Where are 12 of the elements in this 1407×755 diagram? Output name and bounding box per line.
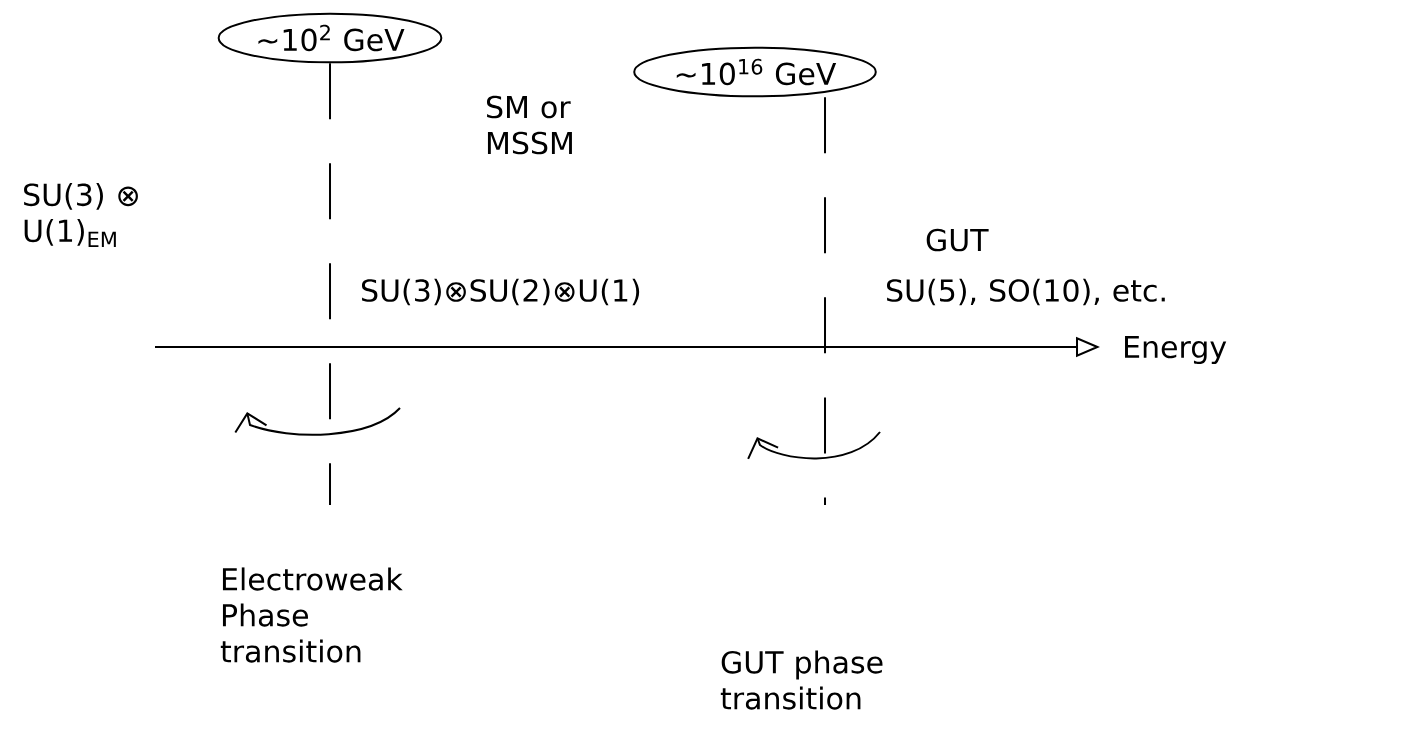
model-label: SM or MSSM xyxy=(487,95,572,155)
group-label: SU(5), SO(10), etc. xyxy=(887,278,1165,306)
group-label: SU(3)⊗SU(2)⊗U(1) xyxy=(362,278,640,306)
energy-oval: ~10$^{2}$ GeV xyxy=(217,12,443,64)
energy-oval: ~10$^{16}$ GeV xyxy=(633,46,877,98)
transition-label: Electroweak Phase transition xyxy=(220,567,403,663)
axis-label: Energy xyxy=(1125,335,1227,365)
dashed-line xyxy=(824,96,826,506)
group-label: SU(3) ⊗ U(1)$_{EM}$ xyxy=(24,182,138,248)
model-label: GUT xyxy=(926,228,989,252)
transition-label: GUT phase transition xyxy=(720,650,883,710)
dashed-line xyxy=(329,62,331,506)
